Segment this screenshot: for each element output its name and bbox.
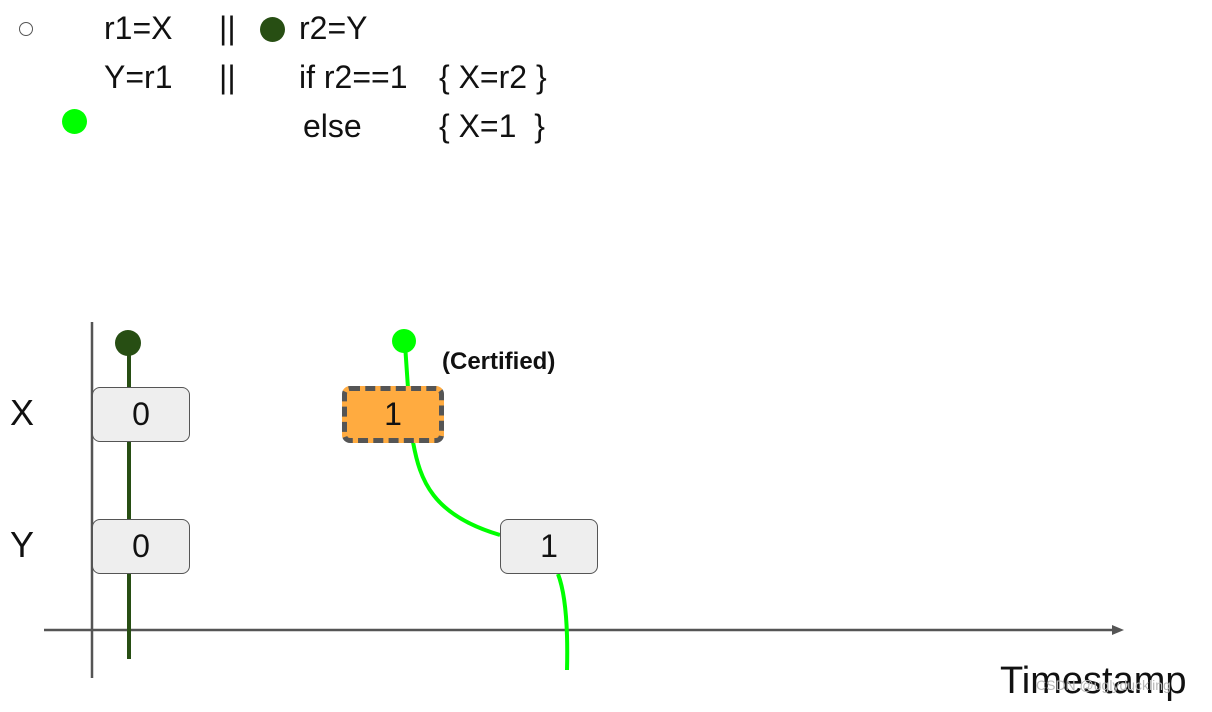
- dark-green-timeline-dot: [115, 330, 141, 356]
- thread2-if: if r2==1: [299, 59, 408, 95]
- open-circle-bullet-icon: [19, 22, 33, 36]
- watermark: CSDN @uglyduckling: [1036, 677, 1171, 693]
- x-axis-label: Timestamp: [1000, 660, 1187, 702]
- cell-x-0: 0: [92, 387, 190, 442]
- cell-y-1: 1: [500, 519, 598, 574]
- dark-green-dot-icon: [260, 17, 285, 42]
- bright-green-dot-icon: [62, 109, 87, 134]
- cell-x-1-certified: 1: [342, 386, 444, 443]
- thread1-line1: r1=X: [104, 10, 173, 46]
- cell-y-0: 0: [92, 519, 190, 574]
- thread1-line2: Y=r1: [104, 59, 173, 95]
- separator-line2: ||: [219, 59, 236, 95]
- thread2-then: { X=r2 }: [439, 59, 547, 95]
- separator-line1: ||: [219, 10, 236, 46]
- thread2-line1: r2=Y: [299, 10, 368, 46]
- row-label-x: X: [10, 392, 35, 433]
- thread2-else-body: { X=1 }: [439, 108, 545, 144]
- row-label-y: Y: [10, 524, 35, 565]
- thread2-else: else: [303, 108, 362, 144]
- bright-green-path-dot: [392, 329, 416, 353]
- certified-annotation: (Certified): [442, 348, 556, 375]
